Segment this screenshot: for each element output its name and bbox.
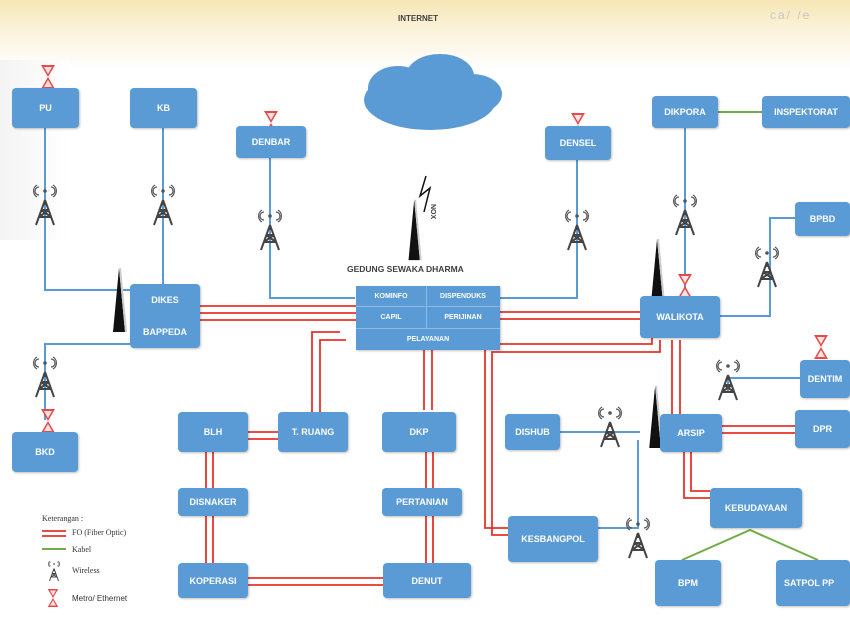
- gedung-sewaka-dharma[interactable]: KOMINFO DISPENDUKS CAPIL PERIJINAN PELAY…: [356, 286, 500, 350]
- legend-metro-label: Metro/ Ethernet: [72, 594, 128, 603]
- node-pertanian[interactable]: PERTANIAN: [382, 488, 462, 516]
- node-densel[interactable]: DENSEL: [545, 126, 611, 160]
- node-koperasi[interactable]: KOPERASI: [178, 563, 248, 598]
- node-dikpora[interactable]: DIKPORA: [652, 96, 718, 128]
- node-dinkes-label: DIKES: [151, 295, 179, 305]
- wireless-links: [44, 128, 800, 529]
- node-denbar[interactable]: DENBAR: [236, 126, 306, 158]
- node-bappeda-label: BAPPEDA: [142, 327, 187, 337]
- node-bkd[interactable]: BKD: [12, 432, 78, 472]
- legend-fo-label: FO (Fiber Optic): [72, 528, 127, 537]
- legend-swatches: [42, 530, 66, 607]
- nox-antenna-icons: [113, 175, 665, 449]
- node-disnaker[interactable]: DISNAKER: [178, 488, 248, 516]
- legend-wireless-label: Wireless: [72, 566, 100, 575]
- hub-cell-kominfo[interactable]: KOMINFO: [356, 286, 427, 307]
- node-dkp[interactable]: DKP: [382, 412, 456, 452]
- node-dinkes-bappeda[interactable]: DIKES BAPPEDA: [130, 284, 200, 348]
- node-dentim[interactable]: DENTIM: [800, 360, 850, 398]
- hub-cell-capil[interactable]: CAPIL: [356, 306, 427, 329]
- node-satpolpp[interactable]: SATPOL PP: [776, 560, 850, 606]
- corner-watermark: ca/ /e: [770, 8, 812, 22]
- nox-label: NOX: [429, 204, 436, 220]
- hub-cell-dispenduks[interactable]: DISPENDUKS: [426, 286, 500, 307]
- internet-cloud: [364, 54, 502, 130]
- internet-label: INTERNET: [398, 14, 438, 23]
- node-pu[interactable]: PU: [12, 88, 79, 128]
- node-denut[interactable]: DENUT: [383, 563, 471, 598]
- node-dishub[interactable]: DISHUB: [505, 414, 560, 450]
- legend-cable-label: Kabel: [72, 545, 92, 554]
- hub-title: GEDUNG SEWAKA DHARMA: [347, 264, 464, 274]
- node-arsip[interactable]: ARSIP: [660, 414, 722, 452]
- node-truang[interactable]: T. RUANG: [278, 412, 348, 452]
- node-dpr[interactable]: DPR: [795, 410, 850, 448]
- hub-cell-perijinan[interactable]: PERIJINAN: [426, 306, 500, 329]
- node-kesbangpol[interactable]: KESBANGPOL: [508, 516, 598, 562]
- node-walikota[interactable]: WALIKOTA: [640, 296, 720, 338]
- node-inspektorat[interactable]: INSPEKTORAT: [762, 96, 850, 128]
- node-kebudayaan[interactable]: KEBUDAYAAN: [710, 488, 802, 528]
- node-kb[interactable]: KB: [130, 88, 197, 128]
- node-bpbd[interactable]: BPBD: [795, 202, 850, 236]
- legend-title: Keterangan :: [42, 514, 84, 523]
- fiber-links: [200, 305, 795, 586]
- node-bpm[interactable]: BPM: [655, 560, 721, 606]
- hub-cell-pelayanan[interactable]: PELAYANAN: [406, 335, 450, 343]
- node-blh[interactable]: BLH: [178, 412, 248, 452]
- cable-links: [681, 111, 819, 561]
